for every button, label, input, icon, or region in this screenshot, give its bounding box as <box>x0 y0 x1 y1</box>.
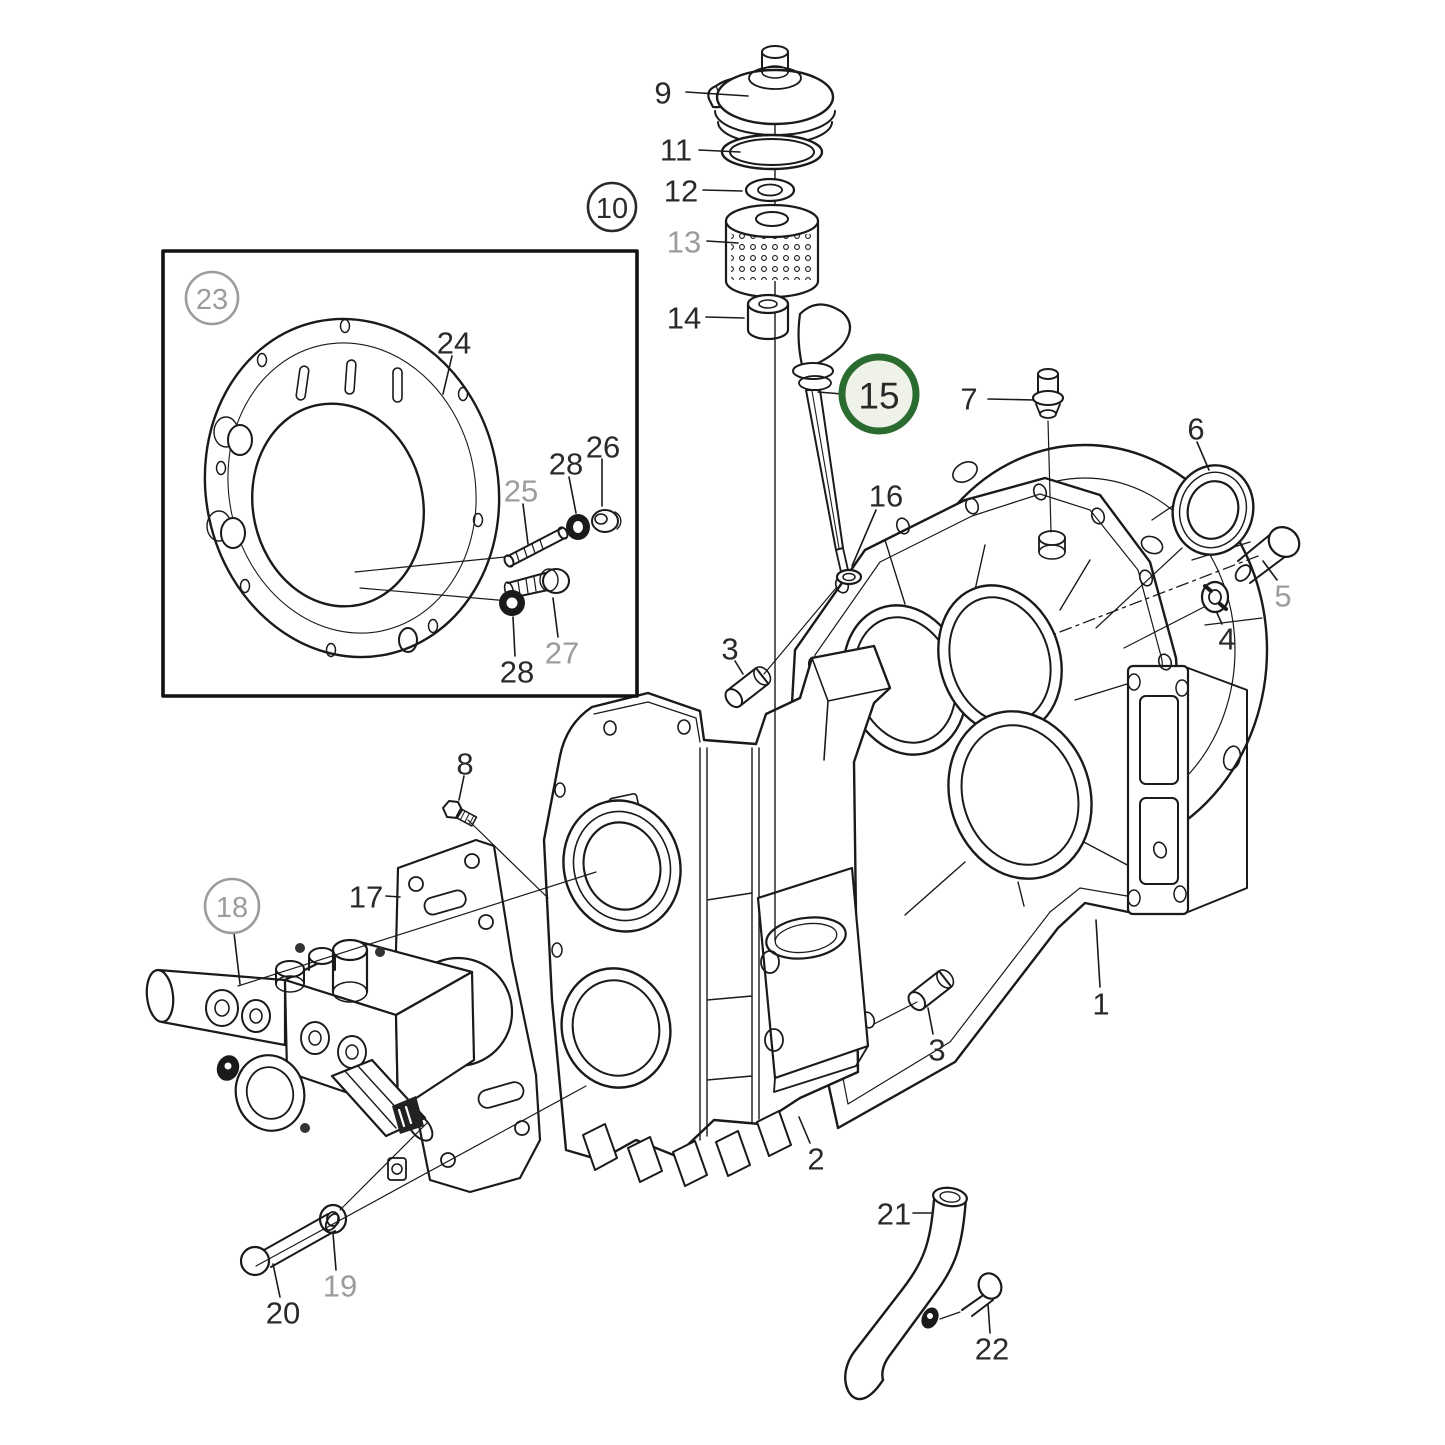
leader-line-24 <box>442 355 453 395</box>
leader-line-12 <box>702 189 743 192</box>
part-22-bolt <box>921 1272 1003 1329</box>
callout-number-17: 17 <box>349 880 383 915</box>
part-25-stud <box>503 526 569 568</box>
part-13-strainer <box>724 203 820 299</box>
callout-number-15: 15 <box>858 376 899 417</box>
leader-line-18 <box>233 932 241 985</box>
callout-number-22: 22 <box>975 1332 1009 1367</box>
callout-number-24: 24 <box>437 326 471 361</box>
callout-number-21: 21 <box>877 1197 911 1232</box>
leader-line-2 <box>798 1116 811 1144</box>
part-2-sump <box>756 866 870 1093</box>
part-2-fins <box>582 1110 792 1187</box>
callout-number-26: 26 <box>586 430 620 465</box>
callout-number-4: 4 <box>1218 622 1235 657</box>
part-15-dipstick <box>792 303 852 573</box>
callout-number-8: 8 <box>456 747 473 782</box>
part-28-oring-bottom <box>499 590 525 616</box>
part-1-bores <box>842 584 1093 880</box>
leader-line-16 <box>851 509 877 567</box>
part-9-filler-cap <box>707 45 836 145</box>
callout-number-20: 20 <box>266 1296 300 1331</box>
callout-number-13: 13 <box>667 225 701 260</box>
part-1-rear-housing <box>785 443 1269 1130</box>
callout-number-16: 16 <box>869 479 903 514</box>
leader-line-3 <box>734 660 744 675</box>
callout-number-14: 14 <box>667 301 701 336</box>
part-8-bolt <box>442 800 478 827</box>
callout-number-23: 23 <box>196 284 228 316</box>
part-28-oring-top <box>566 514 590 540</box>
leader-line-6 <box>1196 441 1210 471</box>
leader-line-7 <box>987 398 1035 401</box>
leader-line-9 <box>685 91 749 97</box>
leader-line-17 <box>385 895 401 898</box>
part-4-washer <box>1200 580 1230 614</box>
callout-number-5: 5 <box>1274 579 1291 614</box>
callout-number-6: 6 <box>1187 412 1204 447</box>
callout-number-3: 3 <box>721 632 738 667</box>
leader-line-25 <box>522 503 529 545</box>
callout-labels: 9111213141516765431023242628252728817181… <box>184 76 1292 1367</box>
part-7-plug <box>1031 368 1065 419</box>
callout-number-1: 1 <box>1092 987 1109 1022</box>
part-3-pin-lower <box>907 969 955 1012</box>
callout-number-11: 11 <box>660 133 692 168</box>
callout-circle-10 <box>586 181 638 233</box>
leader-line-14 <box>705 316 745 319</box>
part-21-hose <box>844 1186 968 1401</box>
callout-number-18: 18 <box>216 892 248 924</box>
callout-number-12: 12 <box>664 174 698 209</box>
leader-line-15 <box>817 391 843 395</box>
callout-number-9: 9 <box>654 76 671 111</box>
callout-circle-18 <box>203 877 261 935</box>
callout-number-28: 28 <box>549 447 583 482</box>
callout-number-19: 19 <box>323 1269 357 1304</box>
part-26-nut <box>591 509 622 533</box>
callout-number-27: 27 <box>545 636 579 671</box>
inset-box-group <box>161 249 639 698</box>
part-14-bushing <box>746 293 790 341</box>
callout-number-2: 2 <box>807 1142 824 1177</box>
part-5-bolt <box>1234 526 1301 584</box>
callout-number-25: 25 <box>504 474 538 509</box>
part-18-valve-unit <box>145 938 476 1181</box>
leader-line-27 <box>552 597 559 638</box>
part-3-pin-upper <box>724 666 772 709</box>
leader-line-28 <box>512 616 516 657</box>
leader-line-11 <box>698 149 741 153</box>
part-24-cover-plate <box>203 317 501 659</box>
callout-number-7: 7 <box>960 382 977 417</box>
leader-line-5 <box>1262 560 1278 581</box>
leader-line-20 <box>272 1263 281 1298</box>
part-2-front-housing <box>542 644 892 1187</box>
part-12-washer <box>744 177 796 203</box>
leader-line-28 <box>568 476 577 514</box>
highlight-circle-15 <box>838 353 920 435</box>
callout-number-10: 10 <box>596 193 628 225</box>
part-20-bolt <box>239 1212 340 1277</box>
leader-line-3 <box>927 1007 934 1035</box>
callout-number-3: 3 <box>928 1033 945 1068</box>
leader-line-8 <box>458 775 465 801</box>
callout-number-28: 28 <box>500 655 534 690</box>
leader-line-13 <box>706 240 739 244</box>
leader-line-1 <box>1095 919 1101 988</box>
part-16-oring <box>835 568 863 586</box>
part-6-seal-ring <box>1171 464 1255 556</box>
leader-line-4 <box>1216 612 1223 625</box>
leader-line-22 <box>987 1303 991 1334</box>
assembly-axis-lines <box>237 420 1205 1320</box>
leader-line-19 <box>332 1232 337 1271</box>
callout-circle-23 <box>184 270 240 326</box>
